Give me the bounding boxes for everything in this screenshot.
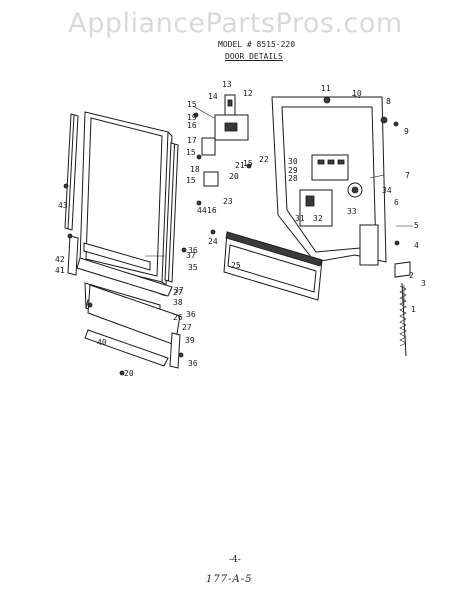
callout: 28 [288, 174, 298, 183]
callout: 15 [187, 100, 197, 109]
inner-door-liner [271, 96, 388, 266]
callout: 10 [352, 89, 362, 98]
callout: 8 [386, 97, 391, 106]
callout: 26 [173, 313, 183, 322]
callout: 20 [124, 369, 134, 378]
callout: 32 [313, 214, 323, 223]
callout: 2 [409, 271, 414, 280]
callout: 40 [97, 338, 107, 347]
callout: 36 [188, 246, 198, 255]
callout: 27 [173, 288, 183, 297]
callout: 30 [288, 157, 298, 166]
callout: 6 [394, 198, 399, 207]
door-spring [394, 261, 411, 357]
leader-lines [145, 94, 413, 305]
callout: 38 [173, 298, 183, 307]
callout: 3 [421, 279, 426, 288]
latch-assembly [201, 94, 249, 187]
callout: 29 [288, 166, 298, 175]
callout: 20 [229, 172, 239, 181]
callout-labels: 1 2 3 4 5 6 7 8 9 10 11 12 13 14 15 15 1… [55, 80, 426, 378]
callout: 34 [382, 186, 392, 195]
bottom-trim-pieces [67, 235, 181, 369]
callout: 44 [197, 206, 207, 215]
callout: 36 [186, 310, 196, 319]
callout: 15 [186, 176, 196, 185]
callout: 22 [259, 155, 269, 164]
callout: 1 [411, 305, 416, 314]
page-number: -4- [229, 555, 241, 565]
callout: 18 [190, 165, 200, 174]
callout: 15 [186, 148, 196, 157]
callout: 5 [414, 221, 419, 230]
callout: 19 [187, 113, 197, 122]
left-side-trim [64, 113, 79, 231]
callout: 43 [58, 201, 68, 210]
callout: 12 [243, 89, 253, 98]
callout: 21 [235, 161, 245, 170]
callout: 15 [243, 159, 253, 168]
callout: 11 [321, 84, 331, 93]
callout: 14 [208, 92, 218, 101]
callout: 27 [182, 323, 192, 332]
handwritten-note: 177-A-5 [206, 574, 253, 585]
callout: 35 [188, 263, 198, 272]
callout: 41 [55, 266, 65, 275]
callout: 16 [187, 121, 197, 130]
watermark: AppliancePartsPros.com [68, 8, 403, 39]
callout: 36 [188, 359, 198, 368]
callout: 42 [55, 255, 65, 264]
callout: 9 [404, 127, 409, 136]
diagram-heading: DOOR DETAILS [225, 52, 283, 61]
callout: 37 [174, 286, 184, 295]
right-side-trim [164, 142, 179, 283]
callout: 37 [186, 251, 196, 260]
door-bottom-strip [223, 231, 323, 301]
callout: 33 [347, 207, 357, 216]
callout: 25 [231, 261, 241, 270]
callout: 4 [414, 241, 419, 250]
callout: 31 [295, 214, 305, 223]
small-hardware [63, 112, 400, 376]
callout: 16 [207, 206, 217, 215]
callout: 39 [185, 336, 195, 345]
callout: 17 [187, 136, 197, 145]
callout: 23 [223, 197, 233, 206]
callout: 24 [208, 237, 218, 246]
callout: 13 [222, 80, 232, 89]
model-number: MODEL # 8515-220 [218, 40, 296, 49]
callout: 7 [405, 171, 410, 180]
